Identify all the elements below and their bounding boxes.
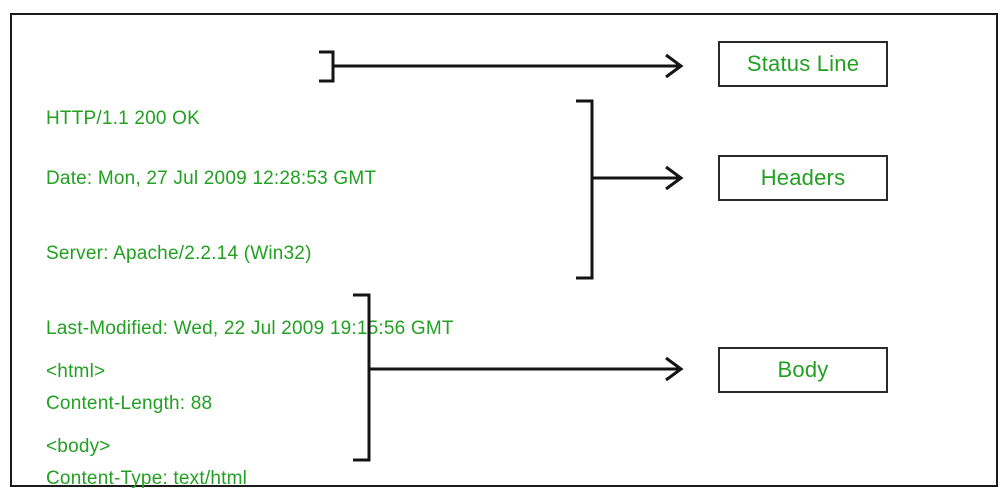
headers-text-block: Date: Mon, 27 Jul 2009 12:28:53 GMT Serv… (46, 116, 454, 499)
body-line-body-open: <body> (46, 436, 111, 457)
body-label: Body (777, 357, 829, 382)
status-line-label-box: Status Line (718, 41, 888, 87)
body-line-html-open: <html> (46, 361, 106, 382)
status-line-value: HTTP/1.1 200 OK (46, 108, 201, 129)
headers-label-box: Headers (718, 155, 888, 201)
header-line-content-length: Content-Length: 88 (46, 393, 213, 414)
header-line-date: Date: Mon, 27 Jul 2009 12:28:53 GMT (46, 168, 377, 189)
header-line-server: Server: Apache/2.2.14 (Win32) (46, 243, 312, 264)
header-line-content-type: Content-Type: text/html (46, 468, 248, 489)
headers-label: Headers (760, 165, 846, 190)
header-line-last-modified: Last-Modified: Wed, 22 Jul 2009 19:15:56… (46, 318, 454, 339)
status-line-text: HTTP/1.1 200 OK (46, 56, 200, 181)
body-label-box: Body (718, 347, 888, 393)
status-line-label: Status Line (746, 51, 860, 76)
body-code-block: <html> <body> <h1>Hello, World!</h1> </b… (46, 309, 251, 499)
outer-frame (10, 13, 998, 487)
